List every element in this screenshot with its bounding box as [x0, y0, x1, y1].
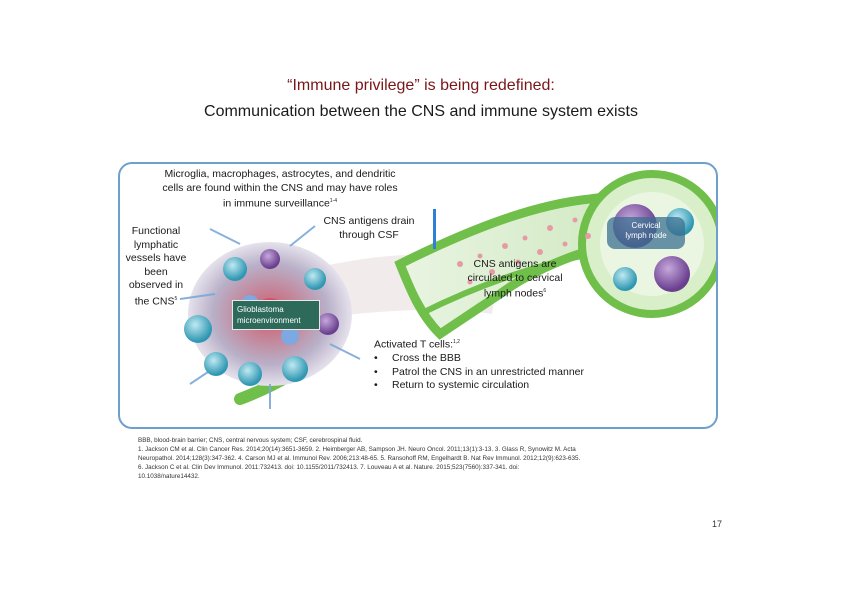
microglia-label: Microglia, macrophages, astrocytes, and …	[162, 168, 398, 210]
t-cells-label: Activated T cells:1,2 Cross the BBB Patr…	[374, 336, 634, 393]
lymph-node-cell	[613, 267, 637, 291]
references-line: 1. Jackson CM et al. Clin Cancer Res. 20…	[138, 446, 576, 453]
lymph-node-cell	[654, 256, 690, 292]
references-line: 6. Jackson C et al. Clin Dev Immunol. 20…	[138, 464, 520, 471]
antigen-particles	[457, 217, 591, 285]
footnote: BBB, blood-brain barrier; CNS, central n…	[138, 436, 718, 481]
cervical-lymph-node-label: Cervical lymph node	[625, 221, 667, 240]
references-line: 10.1038/nature14432.	[138, 473, 200, 480]
title-line-2: Communication between the CNS and immune…	[204, 103, 638, 120]
references-line: Neuropathol. 2014;128(3):347-362. 4. Car…	[138, 455, 581, 462]
lymphatic-label: Functional lymphatic vessels have been o…	[125, 225, 187, 307]
drain-divider	[433, 209, 436, 249]
glioblastoma-label: Glioblastoma microenvironment	[232, 300, 320, 330]
figure-panel: Microglia, macrophages, astrocytes, and …	[118, 162, 718, 429]
cervical-label-bg	[607, 217, 685, 249]
abbreviations: BBB, blood-brain barrier; CNS, central n…	[138, 437, 363, 444]
csf-drain-label: CNS antigens drain through CSF	[323, 215, 415, 241]
circulated-label: CNS antigens are circulated to cervical …	[467, 258, 563, 300]
page-number: 17	[712, 519, 723, 529]
list-item: Cross the BBB	[374, 352, 634, 366]
title-line-1: “Immune privilege” is being redefined:	[287, 77, 555, 94]
list-item: Return to systemic circulation	[374, 379, 634, 393]
list-item: Patrol the CNS in an unrestricted manner	[374, 366, 634, 380]
t-cells-list: Cross the BBB Patrol the CNS in an unres…	[374, 352, 634, 393]
